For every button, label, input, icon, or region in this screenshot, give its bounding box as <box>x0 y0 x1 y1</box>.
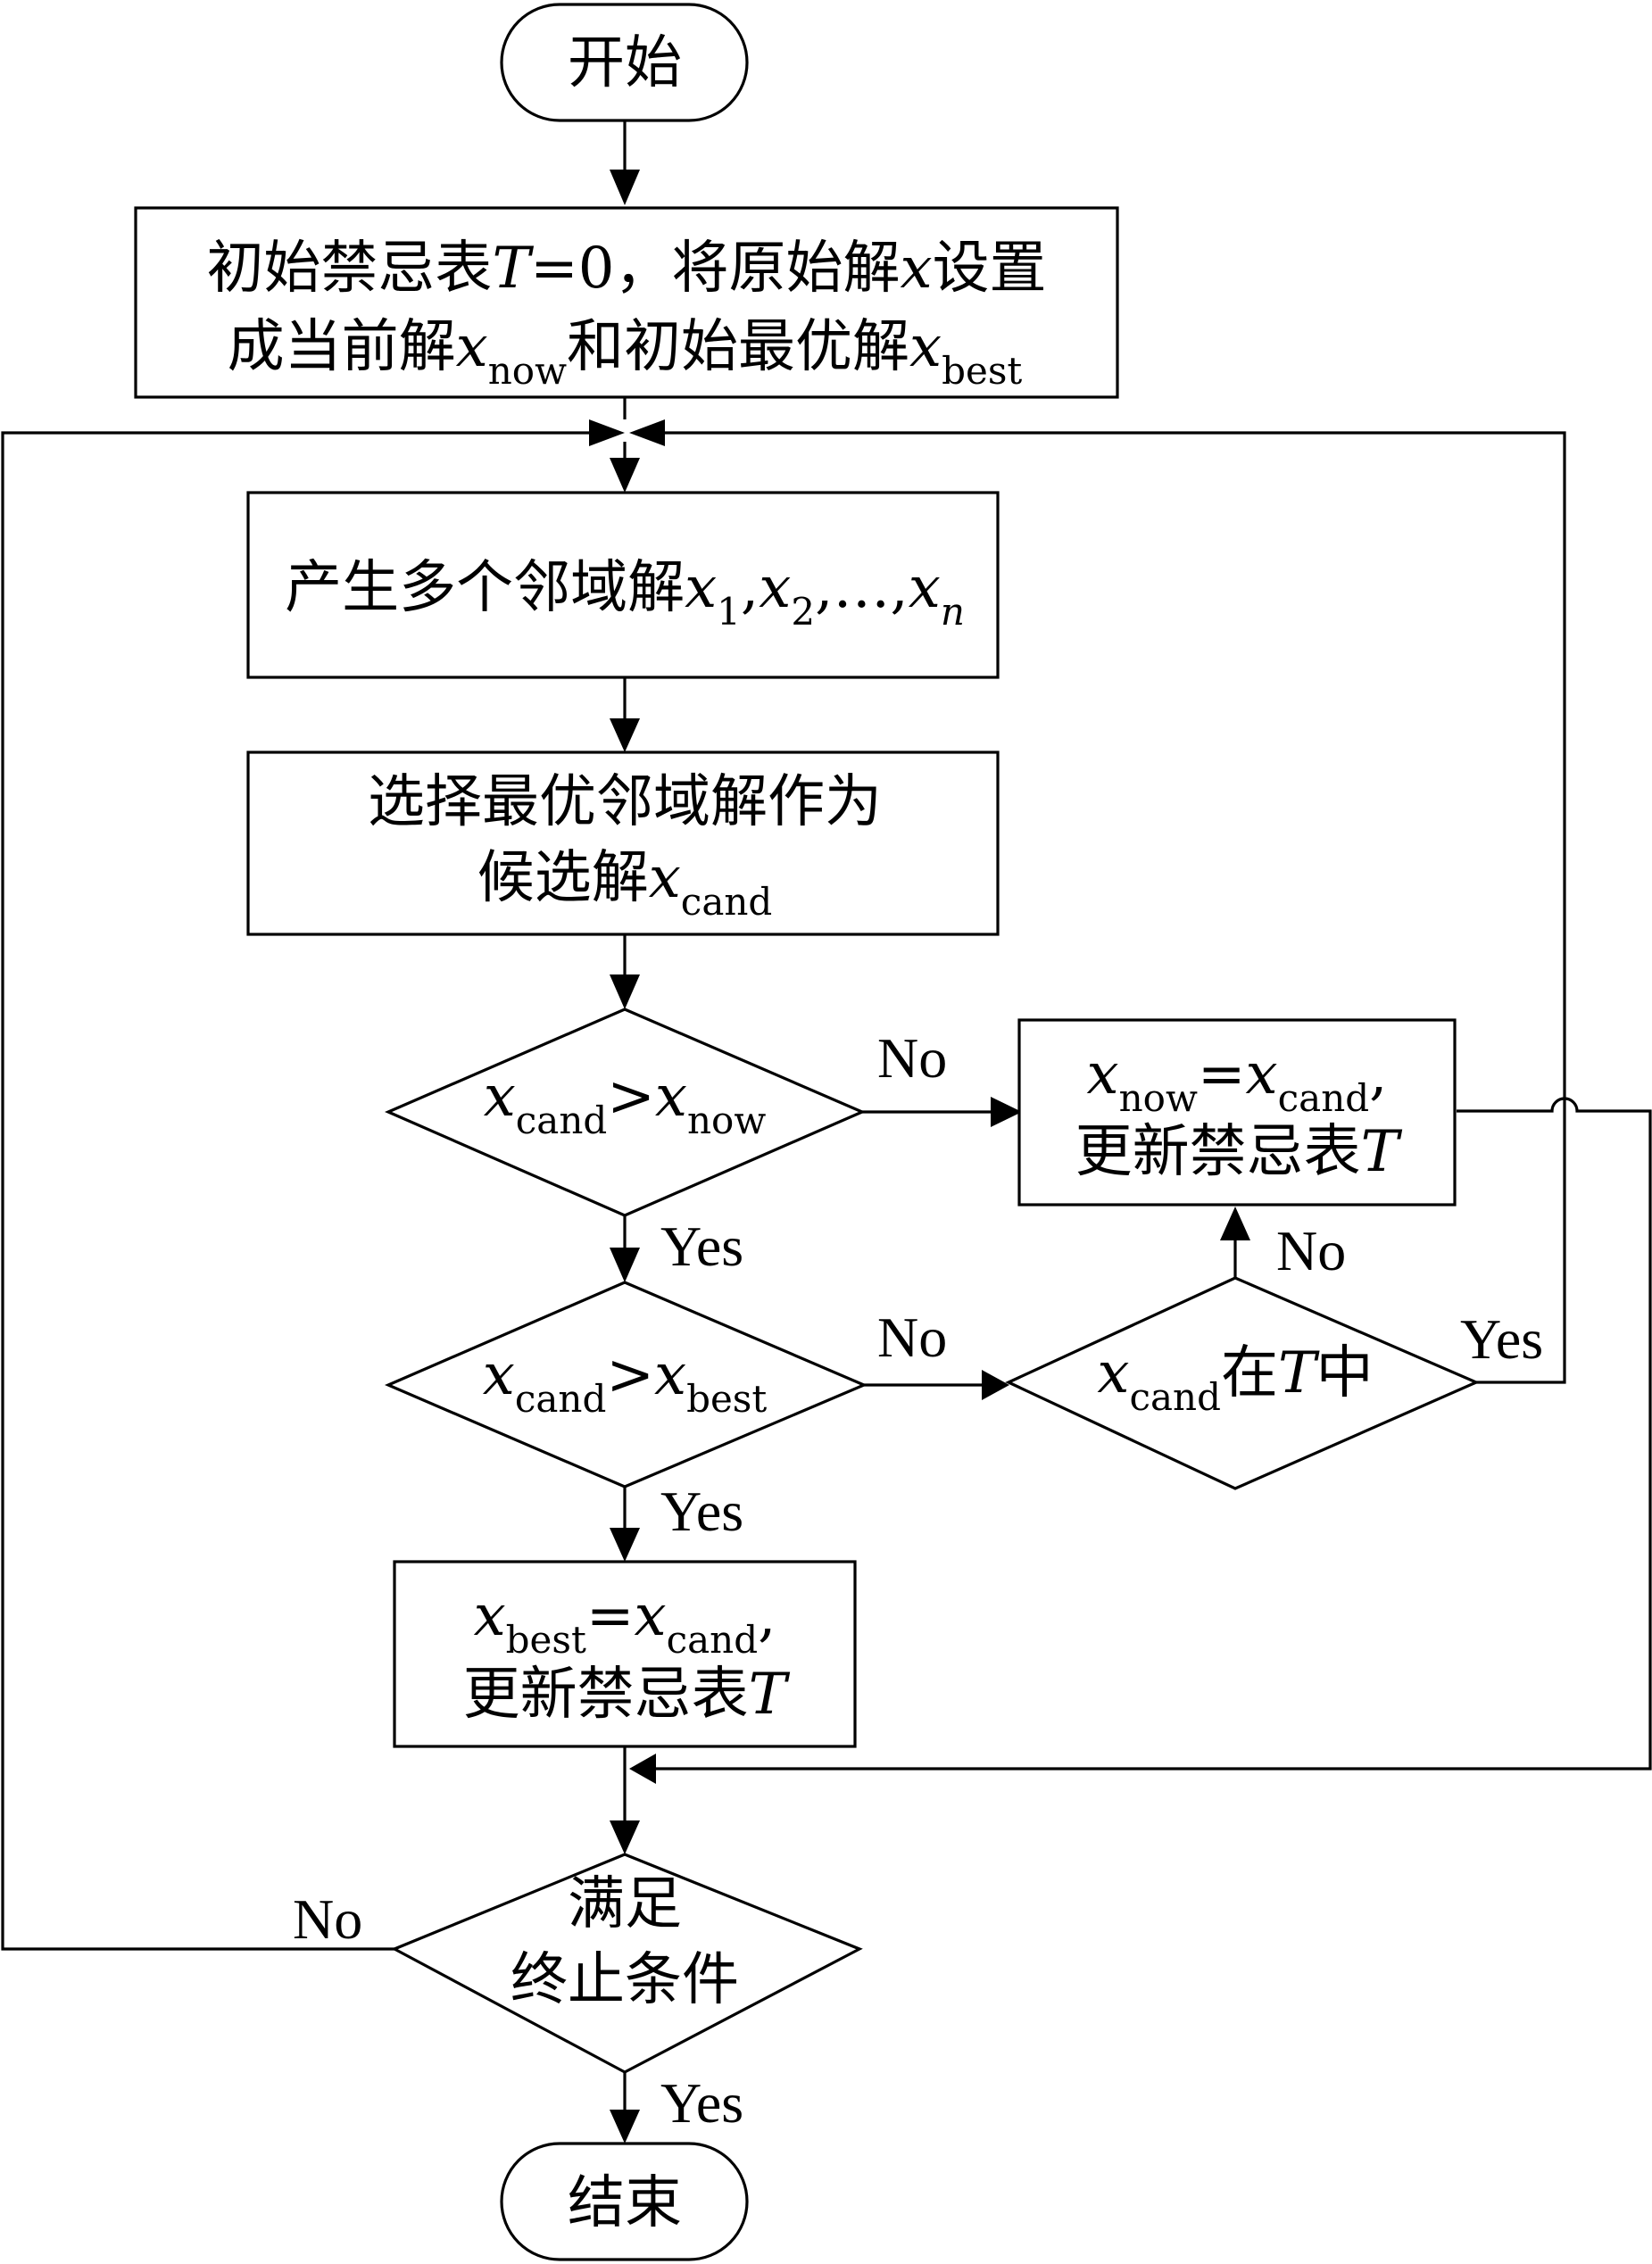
edge-tabu-yes-loop <box>665 431 1566 1384</box>
end-label: 结束 <box>568 2170 682 2236</box>
end-node: 结束 <box>500 2142 749 2261</box>
terminate-line1: 满足 <box>568 1871 682 1937</box>
arrowhead <box>1220 1207 1250 1240</box>
arrowhead <box>991 1097 1022 1127</box>
neighbors-process: 产生多个邻域解x1,x2,…,xn <box>246 491 1000 679</box>
terminate-line2: 终止条件 <box>511 1947 739 2013</box>
arrowhead <box>610 170 640 205</box>
decision-cand-gt-now: xcand>xnow <box>384 1008 867 1217</box>
label-best-no: No <box>877 1306 947 1369</box>
update-now-line2: 更新禁忌表T <box>1075 1119 1403 1185</box>
start-label: 开始 <box>568 30 682 96</box>
init-line2: 成当前解xnow和初始最优解xbest <box>228 314 1023 393</box>
arrowhead <box>982 1370 1009 1400</box>
update-now-line1: xnow=xcand, <box>1087 1041 1388 1120</box>
init-process: 初始禁忌表T=0，将原始解x设置 成当前解xnow和初始最优解xbest <box>134 206 1119 399</box>
arrowhead <box>610 458 640 493</box>
label-term-yes: Yes <box>660 2071 743 2135</box>
arrowhead <box>610 1528 640 1562</box>
label-now-no: No <box>877 1026 947 1090</box>
label-tabu-no: No <box>1276 1219 1346 1282</box>
edge-update-now-merge <box>656 1097 1652 1771</box>
arrowhead <box>610 718 640 752</box>
decision-terminate: 满足 终止条件 <box>391 1853 863 2074</box>
start-node: 开始 <box>500 3 749 122</box>
select-line1: 选择最优邻域解作为 <box>368 769 882 835</box>
update-best-line1: xbest=xcand, <box>474 1583 776 1662</box>
decision-cand-gt-now-label: xcand>xnow <box>484 1064 767 1142</box>
label-term-no: No <box>293 1887 362 1951</box>
decision-cand-in-tabu-label: xcand在T中 <box>1097 1340 1373 1419</box>
edge-terminate-no-loop <box>1 431 589 1951</box>
label-now-yes: Yes <box>660 1215 743 1278</box>
arrowhead <box>610 2110 640 2144</box>
arrowhead <box>629 1754 656 1784</box>
init-line1: 初始禁忌表T=0，将原始解x设置 <box>206 236 1046 302</box>
arrowheads <box>589 170 1250 2144</box>
decision-cand-gt-best-label: xcand>xbest <box>483 1342 768 1421</box>
arrowhead <box>610 974 640 1009</box>
arrowhead <box>610 1820 640 1854</box>
neighbors-label: 产生多个邻域解x1,x2,…,xn <box>285 555 965 634</box>
label-tabu-yes: Yes <box>1460 1307 1543 1371</box>
update-best-process: xbest=xcand, 更新禁忌表T <box>393 1560 857 1748</box>
decision-cand-in-tabu: xcand在T中 <box>1005 1276 1480 1490</box>
arrowhead <box>629 419 665 446</box>
select-process: 选择最优邻域解作为 候选解xcand <box>246 751 1000 936</box>
update-now-process: xnow=xcand, 更新禁忌表T <box>1017 1018 1457 1207</box>
connectors <box>1 121 1652 2110</box>
label-best-yes: Yes <box>660 1480 743 1543</box>
decision-cand-gt-best: xcand>xbest <box>384 1281 868 1489</box>
update-best-line2: 更新禁忌表T <box>463 1662 791 1728</box>
arrowhead <box>589 419 625 446</box>
arrowhead <box>610 1248 640 1282</box>
edge-labels: No Yes No Yes No Yes No Yes <box>293 1026 1543 2135</box>
